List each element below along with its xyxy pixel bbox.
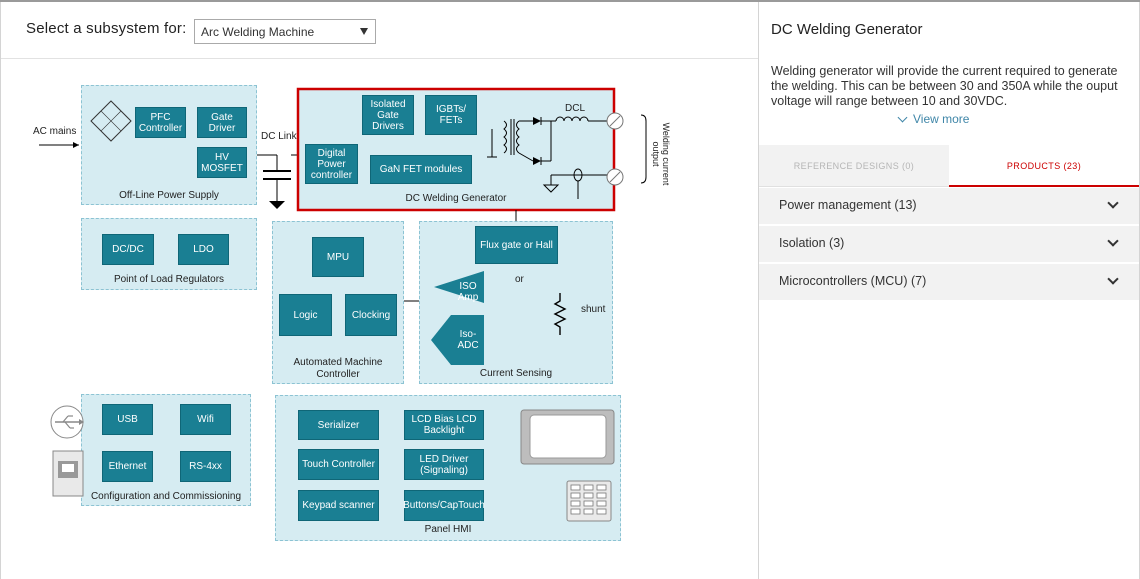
subsystem-dropdown[interactable]: Arc Welding Machine xyxy=(194,19,376,44)
configuration-label: Configuration and Commissioning xyxy=(90,491,242,502)
view-more-label: View more xyxy=(913,112,970,126)
block-mpu[interactable]: MPU xyxy=(312,237,364,277)
point-of-load-label: Point of Load Regulators xyxy=(113,274,225,285)
block-rs-4xx[interactable]: RS-4xx xyxy=(180,451,231,482)
machine-controller-label: Automated Machine Controller xyxy=(293,357,383,380)
block-gate-driver[interactable]: Gate Driver xyxy=(197,107,247,138)
block-diagram: AC mains PFC Controller Gate Driver HV M… xyxy=(1,59,759,579)
current-sensing-label: Current Sensing xyxy=(479,368,553,379)
block-pfc-controller[interactable]: PFC Controller xyxy=(135,107,186,138)
group-offline-power-supply[interactable] xyxy=(81,85,257,205)
offline-power-supply-label: Off-Line Power Supply xyxy=(119,190,219,201)
block-touch-controller[interactable]: Touch Controller xyxy=(298,449,379,480)
chevron-down-icon xyxy=(1107,273,1119,285)
lcd-display-icon xyxy=(521,410,614,464)
block-ldo[interactable]: LDO xyxy=(178,234,229,265)
chevron-down-icon xyxy=(897,112,908,123)
block-logic[interactable]: Logic xyxy=(279,294,332,336)
top-border xyxy=(0,0,1140,2)
block-keypad-scanner[interactable]: Keypad scanner xyxy=(298,490,379,521)
panel-title: DC Welding Generator xyxy=(771,21,923,38)
category-microcontrollers[interactable]: Microcontrollers (MCU) (7) xyxy=(759,264,1139,300)
dc-welding-generator-label: DC Welding Generator xyxy=(405,193,507,204)
category-label: Microcontrollers (MCU) (7) xyxy=(779,274,927,288)
view-more-link[interactable]: View more xyxy=(897,112,970,126)
subsystem-dropdown-value: Arc Welding Machine xyxy=(201,25,315,39)
block-buttons-captouch[interactable]: Buttons/CapTouch xyxy=(403,490,485,521)
panel-hmi-label: Panel HMI xyxy=(424,524,472,535)
tab-reference-designs[interactable]: REFERENCE DESIGNS (0) xyxy=(793,161,915,171)
usb-icon xyxy=(51,406,83,438)
panel-description: Welding generator will provide the curre… xyxy=(771,64,1118,108)
tab-bar: REFERENCE DESIGNS (0) PRODUCTS (23) xyxy=(759,145,1139,187)
ac-mains-label: AC mains xyxy=(33,126,77,137)
dc-link-label: DC Link xyxy=(261,131,297,142)
dropdown-arrow-icon xyxy=(360,28,368,35)
selector-label: Select a subsystem for: xyxy=(26,20,187,37)
block-gan-fet-modules[interactable]: GaN FET modules xyxy=(370,155,472,184)
block-iso-adc[interactable]: Iso- ADC xyxy=(457,329,479,351)
keypad-icon xyxy=(567,481,611,521)
category-label: Isolation (3) xyxy=(779,236,845,250)
subsystem-diagram-panel: Select a subsystem for: Arc Welding Mach… xyxy=(0,2,759,579)
shunt-label: shunt xyxy=(581,304,606,315)
block-hv-mosfet[interactable]: HV MOSFET xyxy=(197,147,247,178)
block-led-driver[interactable]: LED Driver (Signaling) xyxy=(404,449,484,480)
block-digital-power-controller[interactable]: Digital Power controller xyxy=(305,144,358,184)
dcl-label: DCL xyxy=(565,103,586,114)
block-igbts-fets[interactable]: IGBTs/ FETs xyxy=(425,95,477,135)
chevron-down-icon xyxy=(1107,235,1119,247)
block-usb[interactable]: USB xyxy=(102,404,153,435)
block-wifi[interactable]: Wifi xyxy=(180,404,231,435)
category-power-management[interactable]: Power management (13) xyxy=(759,188,1139,224)
subsystem-selector-bar: Select a subsystem for: Arc Welding Mach… xyxy=(1,2,759,59)
block-isolated-gate-drivers[interactable]: Isolated Gate Drivers xyxy=(362,95,414,135)
block-clocking[interactable]: Clocking xyxy=(345,294,397,336)
details-panel: DC Welding Generator Welding generator w… xyxy=(758,2,1140,579)
or-label: or xyxy=(515,274,524,285)
ethernet-port-icon xyxy=(53,451,83,496)
chevron-down-icon xyxy=(1107,197,1119,209)
tab-products[interactable]: PRODUCTS (23) xyxy=(949,145,1139,187)
category-isolation[interactable]: Isolation (3) xyxy=(759,226,1139,262)
category-label: Power management (13) xyxy=(779,198,917,212)
block-iso-amp[interactable]: ISO Amp xyxy=(457,281,479,303)
block-lcd-bias-backlight[interactable]: LCD Bias LCD Backlight xyxy=(404,410,484,440)
block-ethernet[interactable]: Ethernet xyxy=(102,451,153,482)
welding-output-label: Welding current output xyxy=(651,122,671,186)
block-dc-dc[interactable]: DC/DC xyxy=(102,234,154,265)
block-flux-gate-hall[interactable]: Flux gate or Hall xyxy=(475,226,558,264)
block-serializer[interactable]: Serializer xyxy=(298,410,379,440)
